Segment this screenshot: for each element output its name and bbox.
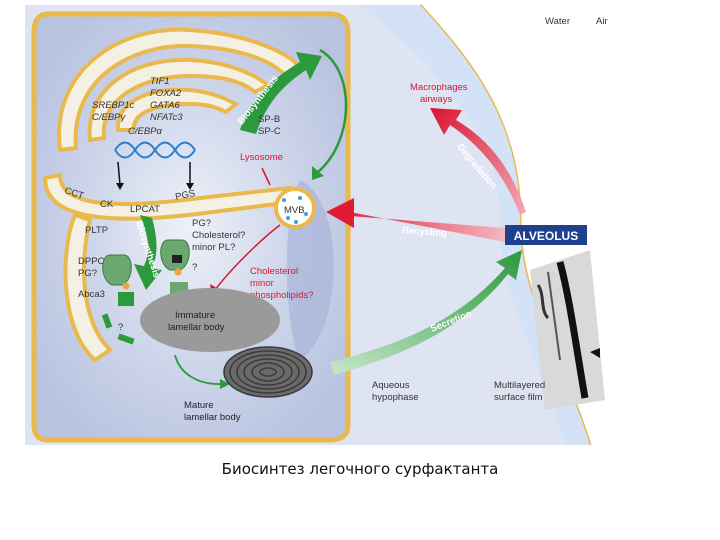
tf-nfatc3: NFATc3 bbox=[150, 112, 183, 123]
arrow-lysosome bbox=[261, 167, 271, 186]
alveolus-label: ALVEOLUS bbox=[514, 229, 578, 243]
enzyme-ck: CK bbox=[100, 199, 114, 210]
sp-b-label: SP-B bbox=[258, 114, 280, 125]
pg-q2-label: PG? bbox=[78, 268, 97, 279]
water-label: Water bbox=[545, 16, 570, 27]
mvb-dots bbox=[282, 196, 308, 224]
arrow-dna-left bbox=[117, 161, 121, 186]
figure-caption: Биосинтез легочного сурфактанта bbox=[221, 460, 499, 478]
film-label-2: surface film bbox=[494, 392, 543, 403]
tf-foxa2: FOXA2 bbox=[150, 88, 182, 99]
pltp-label: PLTP bbox=[85, 225, 108, 236]
film-label-1: Multilayered bbox=[494, 380, 545, 391]
alveolar-hypophase bbox=[360, 5, 590, 445]
cholesterol-red-1: Cholesterol bbox=[250, 266, 298, 277]
arrow-golgi-to-mvb bbox=[317, 48, 348, 173]
aqueous-label-1: Aqueous bbox=[372, 380, 410, 391]
biosynthesis-arrow-mid bbox=[134, 215, 162, 290]
transporter-left bbox=[102, 254, 134, 306]
aqueous-label-2: hypophase bbox=[372, 392, 418, 403]
lysosome-label: Lysosome bbox=[240, 152, 283, 163]
abca3-label: Abca3 bbox=[78, 289, 105, 300]
enzyme-lpcat: LPCAT bbox=[130, 204, 160, 215]
membrane-segment-1 bbox=[101, 313, 113, 329]
immature-label-2: lamellar body bbox=[168, 322, 225, 333]
membrane-segment-2 bbox=[117, 333, 135, 345]
immature-label-1: Immature bbox=[175, 310, 215, 321]
minor-pl-q-label: minor PL? bbox=[192, 242, 235, 253]
arrowhead-golgi-to-mvb bbox=[312, 166, 324, 180]
immature-lamellar-body bbox=[140, 288, 280, 352]
recycling-label: Recycling bbox=[402, 225, 448, 239]
tf-srebp1c: SREBP1c bbox=[92, 100, 134, 111]
biosynthesis-arrow-top bbox=[240, 52, 322, 134]
tf-tif1: TIF1 bbox=[150, 76, 170, 87]
tf-cebpg: C/EBPγ bbox=[92, 112, 127, 123]
cholesterol-q-label: Cholesterol? bbox=[192, 230, 245, 241]
mvb-vesicle bbox=[274, 187, 316, 229]
alveolus-badge bbox=[505, 225, 587, 245]
macrophages-label-1: Macrophages bbox=[410, 82, 468, 93]
tf-gata6: GATA6 bbox=[150, 100, 180, 111]
cholesterol-red-2: minor bbox=[250, 278, 274, 289]
q-left-label: ? bbox=[118, 322, 123, 333]
arrowhead-immature-to-mature bbox=[220, 379, 230, 389]
pg-q1-label: PG? bbox=[192, 218, 211, 229]
q-mid-label: ? bbox=[192, 262, 197, 273]
enzyme-pgs: PGS bbox=[174, 188, 196, 203]
secretion-arrow bbox=[330, 250, 522, 375]
arrow-immature-to-mature bbox=[174, 354, 223, 385]
degradation-arrow bbox=[430, 108, 526, 215]
macrophages-label-2: airways bbox=[420, 94, 452, 105]
sp-c-label: SP-C bbox=[258, 126, 281, 137]
mature-label-2: lamellar body bbox=[184, 412, 241, 423]
er-cisterna bbox=[42, 172, 295, 221]
recycling-arrowhead bbox=[326, 198, 354, 228]
cholesterol-red-3: phospholipids? bbox=[250, 290, 313, 301]
mature-lamellar-body bbox=[223, 346, 313, 398]
arrowhead-dna-right bbox=[186, 183, 194, 190]
arrow-mvb-to-lb bbox=[214, 224, 281, 291]
arrowhead-dna-left bbox=[116, 183, 124, 190]
membrane-fold bbox=[63, 212, 114, 363]
mvb-label: MVB bbox=[284, 205, 305, 216]
dna-helix bbox=[114, 141, 196, 159]
recycling-arrow bbox=[330, 204, 505, 242]
tf-cebpa: C/EBPα bbox=[128, 126, 163, 137]
surface-film-micrograph bbox=[530, 250, 605, 410]
dppc-label: DPPC bbox=[78, 256, 105, 267]
air-label: Air bbox=[596, 16, 608, 27]
mature-label-1: Mature bbox=[184, 400, 214, 411]
